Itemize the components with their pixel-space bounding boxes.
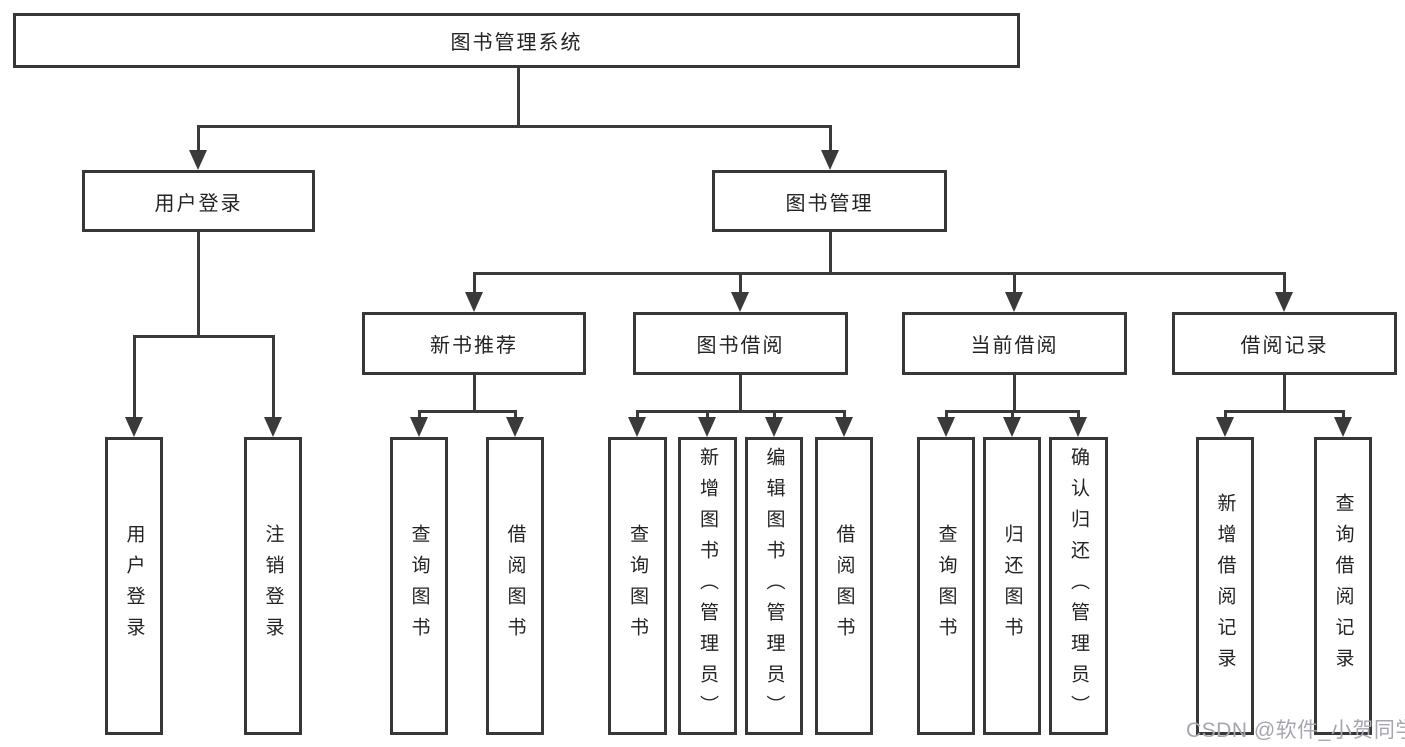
connector-user-login-bar: [133, 335, 275, 338]
arrowhead-icon: [821, 150, 839, 170]
node-user-login-label: 用户登录: [154, 192, 243, 215]
arrowhead-icon: [264, 417, 282, 437]
leaf-confirm-return-admin-label: 确认归还（管理员）: [1068, 446, 1089, 726]
leaf-return-books-label: 归还图书: [1001, 524, 1023, 648]
connector-stub: [706, 410, 709, 420]
arrowhead-icon: [698, 417, 716, 437]
node-book-borrow-label: 图书借阅: [696, 335, 785, 357]
connector-stub: [514, 410, 517, 420]
arrowhead-icon: [125, 417, 143, 437]
leaf-add-borrow-record-label: 新增借阅记录: [1214, 493, 1236, 679]
leaf-query-books-borrow-label: 查询图书: [627, 524, 648, 648]
connector-stub: [197, 125, 200, 152]
connector-stub: [133, 335, 136, 419]
arrowhead-icon: [628, 417, 646, 437]
leaf-edit-book-admin-label: 编辑图书（管理员）: [763, 446, 785, 726]
node-book-management: 图书管理: [712, 170, 947, 232]
leaf-user-login-label: 用户登录: [123, 524, 145, 648]
connector-stub: [418, 410, 421, 420]
connector-stub: [1077, 410, 1080, 420]
connector-new-book-trunk: [473, 375, 476, 412]
connector-stub: [272, 335, 275, 419]
leaf-borrow-books-recommend-label: 借阅图书: [504, 524, 526, 648]
connector-stub: [829, 125, 832, 152]
connector-root-trunk: [517, 68, 520, 125]
node-new-book-recommend-label: 新书推荐: [430, 335, 518, 357]
arrowhead-icon: [1334, 417, 1352, 437]
leaf-borrow-books-label: 借阅图书: [833, 524, 855, 648]
node-borrow-records: 借阅记录: [1172, 312, 1397, 375]
connector-book-borrow-bar: [636, 410, 846, 413]
leaf-confirm-return-admin: 确认归还（管理员）: [1049, 437, 1108, 735]
connector-book-borrow-trunk: [739, 375, 742, 412]
arrowhead-icon: [189, 150, 207, 170]
arrowhead-icon: [1069, 417, 1087, 437]
arrowhead-icon: [937, 417, 955, 437]
leaf-logout-label: 注销登录: [262, 524, 284, 648]
connector-stub: [1224, 410, 1227, 420]
arrowhead-icon: [1003, 417, 1021, 437]
connector-stub: [1342, 410, 1345, 420]
leaf-add-borrow-record: 新增借阅记录: [1196, 437, 1254, 735]
leaf-query-borrow-record: 查询借阅记录: [1314, 437, 1372, 735]
leaf-query-books-current-label: 查询图书: [935, 524, 957, 648]
node-root-label: 图书管理系统: [450, 32, 583, 54]
arrowhead-icon: [835, 417, 853, 437]
arrowhead-icon: [465, 292, 483, 312]
connector-stub: [945, 410, 948, 420]
node-user-login: 用户登录: [82, 170, 315, 232]
connector-stub: [1013, 272, 1016, 294]
leaf-add-book-admin-label: 新增图书（管理员）: [697, 446, 718, 726]
node-book-borrow: 图书借阅: [633, 312, 848, 375]
leaf-logout: 注销登录: [244, 437, 302, 735]
connector-stub: [1283, 272, 1286, 294]
connector-stub: [636, 410, 639, 420]
node-book-management-label: 图书管理: [785, 192, 874, 215]
leaf-query-books-current: 查询图书: [917, 437, 975, 735]
connector-borrow-records-trunk: [1283, 375, 1286, 412]
leaf-query-books-recommend: 查询图书: [390, 437, 448, 735]
arrowhead-icon: [506, 417, 524, 437]
node-current-borrow-label: 当前借阅: [970, 335, 1059, 357]
connector-book-mgmt-trunk: [829, 232, 832, 274]
connector-stub: [773, 410, 776, 420]
arrowhead-icon: [1005, 292, 1023, 312]
connector-book-mgmt-bar: [473, 272, 1286, 275]
arrowhead-icon: [731, 292, 749, 312]
connector-new-book-bar: [418, 410, 517, 413]
node-borrow-records-label: 借阅记录: [1240, 335, 1329, 357]
arrowhead-icon: [765, 417, 783, 437]
connector-current-borrow-trunk: [1013, 375, 1016, 412]
node-new-book-recommend: 新书推荐: [362, 312, 586, 375]
connector-stub: [739, 272, 742, 294]
watermark: CSDN @软件_小贺同学: [1186, 719, 1405, 742]
node-root: 图书管理系统: [13, 13, 1020, 68]
leaf-borrow-books: 借阅图书: [815, 437, 873, 735]
leaf-query-borrow-record-label: 查询借阅记录: [1332, 493, 1354, 679]
connector-user-login-trunk: [197, 232, 200, 335]
leaf-edit-book-admin: 编辑图书（管理员）: [745, 437, 803, 735]
connector-borrow-records-bar: [1224, 410, 1345, 413]
arrowhead-icon: [410, 417, 428, 437]
leaf-query-books-borrow: 查询图书: [608, 437, 667, 735]
connector-stub: [1011, 410, 1014, 420]
arrowhead-icon: [1275, 292, 1293, 312]
leaf-borrow-books-recommend: 借阅图书: [486, 437, 544, 735]
leaf-return-books: 归还图书: [983, 437, 1041, 735]
node-current-borrow: 当前借阅: [902, 312, 1127, 375]
arrowhead-icon: [1216, 417, 1234, 437]
leaf-query-books-recommend-label: 查询图书: [408, 524, 430, 648]
leaf-user-login: 用户登录: [105, 437, 163, 735]
connector-stub: [473, 272, 476, 294]
connector-root-bar: [197, 125, 832, 128]
connector-stub: [843, 410, 846, 420]
leaf-add-book-admin: 新增图书（管理员）: [678, 437, 737, 735]
